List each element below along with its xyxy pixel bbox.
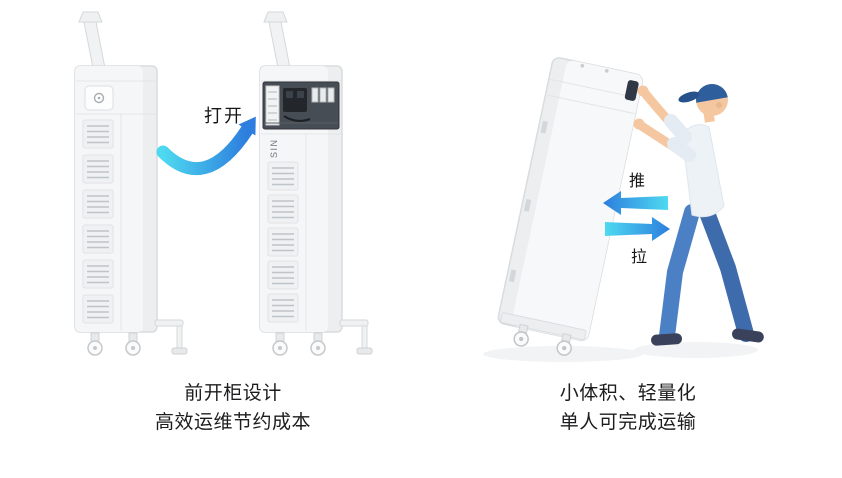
leveling-foot [154,319,188,355]
tilted-cabinet [497,57,644,356]
person-shadow [634,342,758,358]
vent-grille [82,154,114,184]
vent-grille [267,161,299,191]
vent-grille [267,260,299,290]
exhaust-pipe [263,11,291,69]
caster-wheel [556,333,572,356]
open-compartment [262,81,340,130]
front-leg [659,204,700,344]
left-caption: 前开柜设计 高效运维节约成本 [80,379,386,437]
ear [716,102,722,108]
worker [633,84,764,346]
cabinet-closed: SIN [74,11,188,356]
vent-grille [267,227,299,257]
front-shoe [651,333,683,346]
right-caption-line1: 小体积、轻量化 [559,383,697,404]
back-leg [698,202,754,342]
cabinet-handle [624,80,639,101]
right-caption-line2: 单人可完成运输 [559,412,697,433]
leveling-foot [339,319,373,355]
vent-grille [267,194,299,224]
hand [637,85,649,97]
front-open-illustration: SIN [74,11,373,356]
back-shoe [732,328,764,343]
sleeve [667,137,696,162]
caster-wheel [87,332,103,356]
torso [681,124,725,218]
control-panel [84,85,114,111]
vent-grille [82,189,114,219]
hinge [508,269,517,283]
caster-wheel [310,332,326,356]
single-person-transport-illustration [483,57,764,362]
caster-wheel [272,332,288,356]
cap-brim [678,91,700,103]
exhaust-pipe [78,11,106,69]
hinge [540,120,548,134]
vent-grille [82,224,114,254]
right-caption: 小体积、轻量化 单人可完成运输 [478,379,778,437]
push-arrow-icon [603,191,668,215]
cabinet-open: SIN [259,11,373,356]
left-caption-line2: 高效运维节约成本 [154,412,311,433]
sleeve [664,114,692,144]
brand-label: SIN [269,138,279,158]
hand [633,118,645,130]
caster-wheel [125,332,141,356]
pull-arrow-icon [605,217,670,241]
hinge [523,199,532,212]
caster-wheel [513,323,529,347]
push-label: 推 [628,173,645,190]
open-action-label: 打开 [204,106,244,126]
vent-grille [82,119,114,149]
open-arrow-icon [156,116,256,176]
pull-label: 拉 [630,249,647,266]
left-caption-line1: 前开柜设计 [184,383,282,404]
cap [696,84,728,103]
vent-grille [82,259,114,289]
vent-grille [267,293,299,323]
vent-grille [82,294,114,324]
